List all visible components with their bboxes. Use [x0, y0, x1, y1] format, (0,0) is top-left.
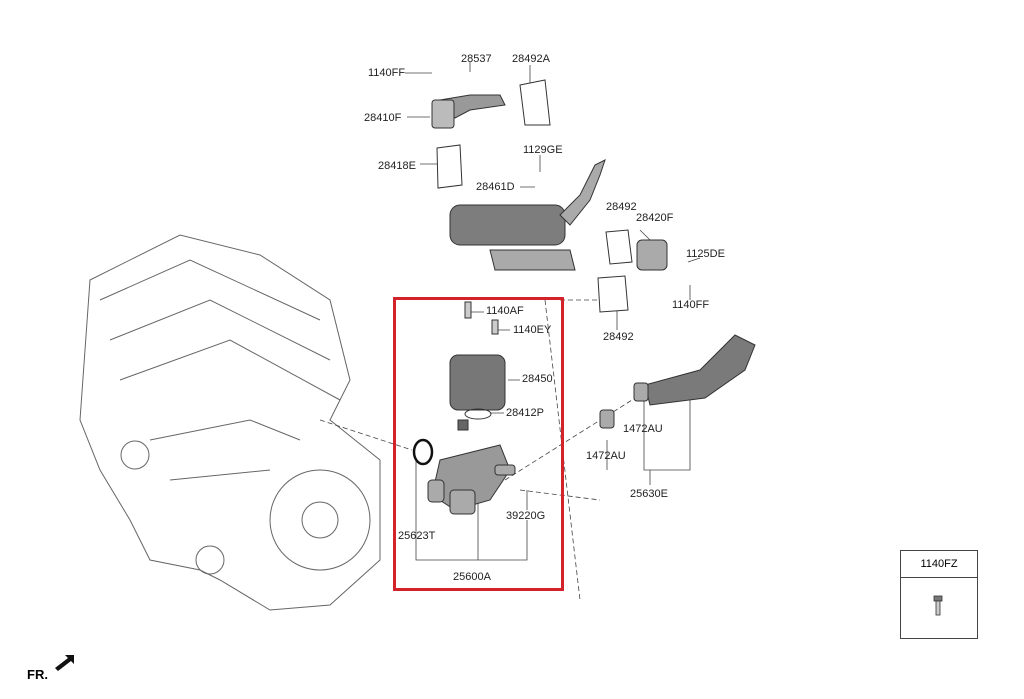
part-label[interactable]: 39220G [506, 510, 546, 522]
part-label[interactable]: 25623T [398, 530, 436, 542]
part-label[interactable]: 1129GE [523, 144, 563, 156]
part-label[interactable]: 1140EY [513, 324, 552, 336]
part-label[interactable]: 1472AU [623, 423, 663, 435]
part-label[interactable]: 1125DE [686, 248, 725, 260]
coolant-hose [599, 334, 756, 429]
part-label[interactable]: 1140AF [486, 305, 524, 317]
leader-lines [319, 62, 701, 601]
part-label[interactable]: 1472AU [586, 450, 626, 462]
part-label[interactable]: 25630E [630, 488, 668, 500]
part-label[interactable]: 28492 [606, 201, 637, 213]
direction-arrow-icon [55, 655, 74, 671]
part-label[interactable]: 28461D [476, 181, 515, 193]
legend-part-box[interactable]: 1140FZ [900, 550, 978, 639]
part-label[interactable]: 25600A [453, 571, 491, 583]
part-label[interactable]: 28410F [364, 112, 402, 124]
thermostat-assembly [412, 301, 516, 515]
part-label[interactable]: 28420F [636, 212, 674, 224]
part-label[interactable]: 1140FF [368, 67, 406, 79]
part-label[interactable]: 28492A [512, 53, 550, 65]
part-label[interactable]: 28492 [603, 331, 634, 343]
legend-part-label: 1140FZ [901, 551, 977, 578]
engine-block-outline [79, 234, 381, 611]
part-label[interactable]: 28450 [522, 373, 553, 385]
part-label[interactable]: 28537 [461, 53, 492, 65]
part-label[interactable]: 28412P [506, 407, 544, 419]
bolt-icon [933, 595, 943, 616]
front-direction-label: FR. [27, 667, 48, 682]
egr-cooler [431, 79, 668, 313]
part-label[interactable]: 28418E [378, 160, 416, 172]
highlighted-assembly-box [393, 297, 564, 591]
part-label[interactable]: 1140FF [672, 299, 710, 311]
